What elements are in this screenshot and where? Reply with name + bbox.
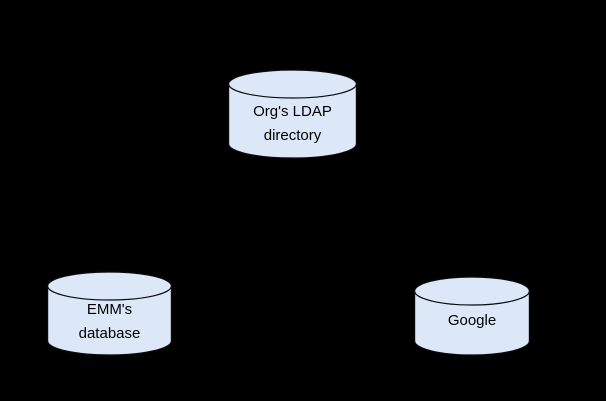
cylinder-top-ellipse [413, 276, 531, 306]
database-cylinder-icon [227, 69, 358, 159]
cylinder-body [47, 285, 172, 356]
database-cylinder-icon [46, 271, 173, 356]
cylinder-top-ellipse [46, 271, 173, 301]
cylinder-top-ellipse [227, 69, 358, 99]
database-cylinder-icon [413, 276, 531, 356]
cylinder-body [414, 290, 530, 356]
database-node-google[interactable]: Google [413, 276, 531, 356]
cylinder-body [228, 83, 357, 159]
